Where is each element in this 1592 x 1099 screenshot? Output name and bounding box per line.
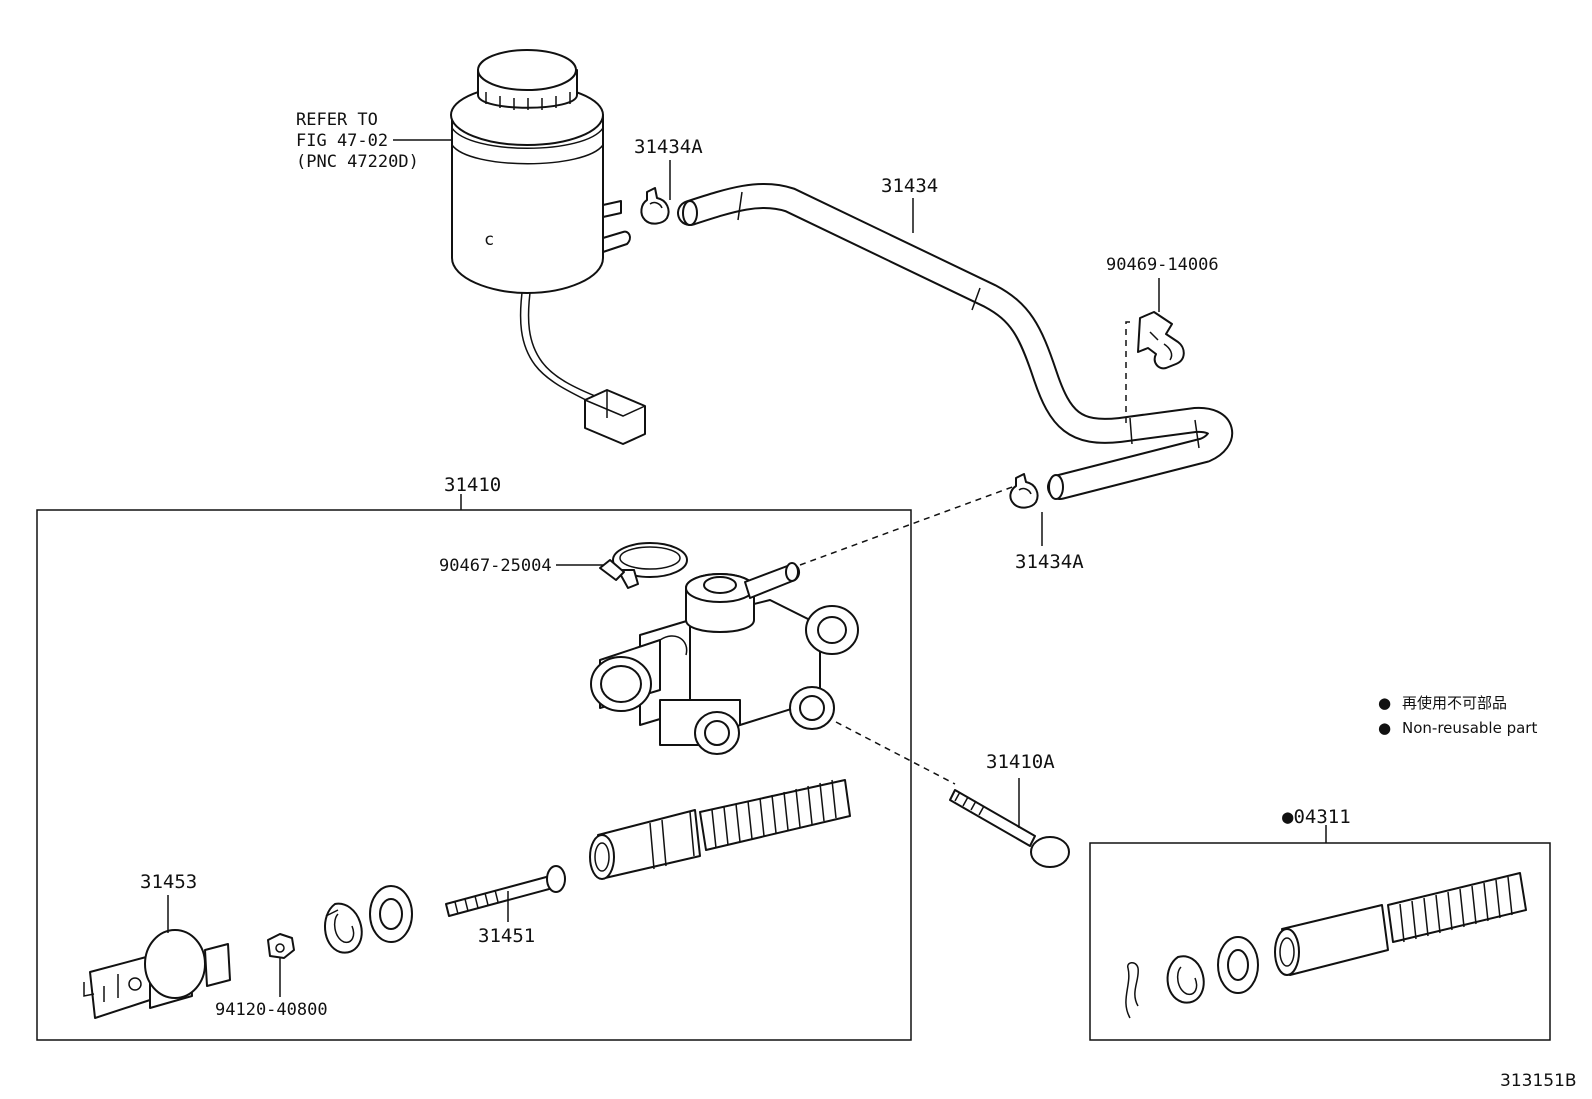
- hose-clamp: [599, 542, 688, 589]
- hose-clip-lower: [1009, 473, 1039, 509]
- reservoir-ref-line-2: FIG 47-02: [296, 131, 388, 151]
- hose-31434: [677, 182, 1233, 500]
- repair-kit-parts: [1125, 872, 1527, 1019]
- legend-text-en: Non-reusable part: [1402, 719, 1537, 737]
- legend-text-jp: 再使用不可部品: [1402, 694, 1507, 712]
- push-rod: [445, 865, 566, 917]
- legend-marker-2: ●: [1378, 719, 1391, 737]
- label-90469-14006: 90469-14006: [1106, 255, 1219, 275]
- master-cylinder-body: [590, 562, 859, 755]
- label-90467-25004: 90467-25004: [439, 556, 552, 576]
- legend-marker-1: ●: [1378, 694, 1391, 712]
- label-31410a: 31410A: [986, 751, 1055, 773]
- figure-id: 313151B: [1500, 1071, 1577, 1091]
- reservoir-tank: c: [450, 49, 646, 445]
- push-rod-clevis: [83, 929, 231, 1019]
- label-04311: ●04311: [1282, 806, 1351, 828]
- washer: [369, 885, 413, 943]
- label-31451: 31451: [478, 925, 535, 947]
- hose-clip-upper: [640, 187, 670, 225]
- legend: ● 再使用不可部品 ● Non-reusable part: [1378, 694, 1537, 737]
- label-94120-40800: 94120-40800: [215, 1000, 328, 1020]
- leader-lines: [167, 139, 1327, 997]
- nut: [267, 933, 295, 959]
- repair-kit-box: [1089, 842, 1551, 1041]
- reservoir-reference-label: REFER TO FIG 47-02 (PNC 47220D): [296, 110, 419, 172]
- label-31434a-lower: 31434A: [1015, 551, 1084, 573]
- svg-text:c: c: [484, 230, 494, 250]
- label-31453: 31453: [140, 871, 197, 893]
- snap-ring: [323, 902, 363, 954]
- piston-spring: [589, 779, 851, 880]
- label-31434a-upper: 31434A: [634, 136, 703, 158]
- clamp-clip: [1137, 311, 1185, 370]
- label-31434: 31434: [881, 175, 938, 197]
- bleeder-plug: [949, 789, 1070, 868]
- reservoir-ref-line-1: REFER TO: [296, 110, 378, 130]
- label-31410: 31410: [444, 474, 501, 496]
- sensor-connector: [584, 389, 646, 445]
- reservoir-ref-line-3: (PNC 47220D): [296, 152, 419, 172]
- assembly-box: [36, 509, 912, 1041]
